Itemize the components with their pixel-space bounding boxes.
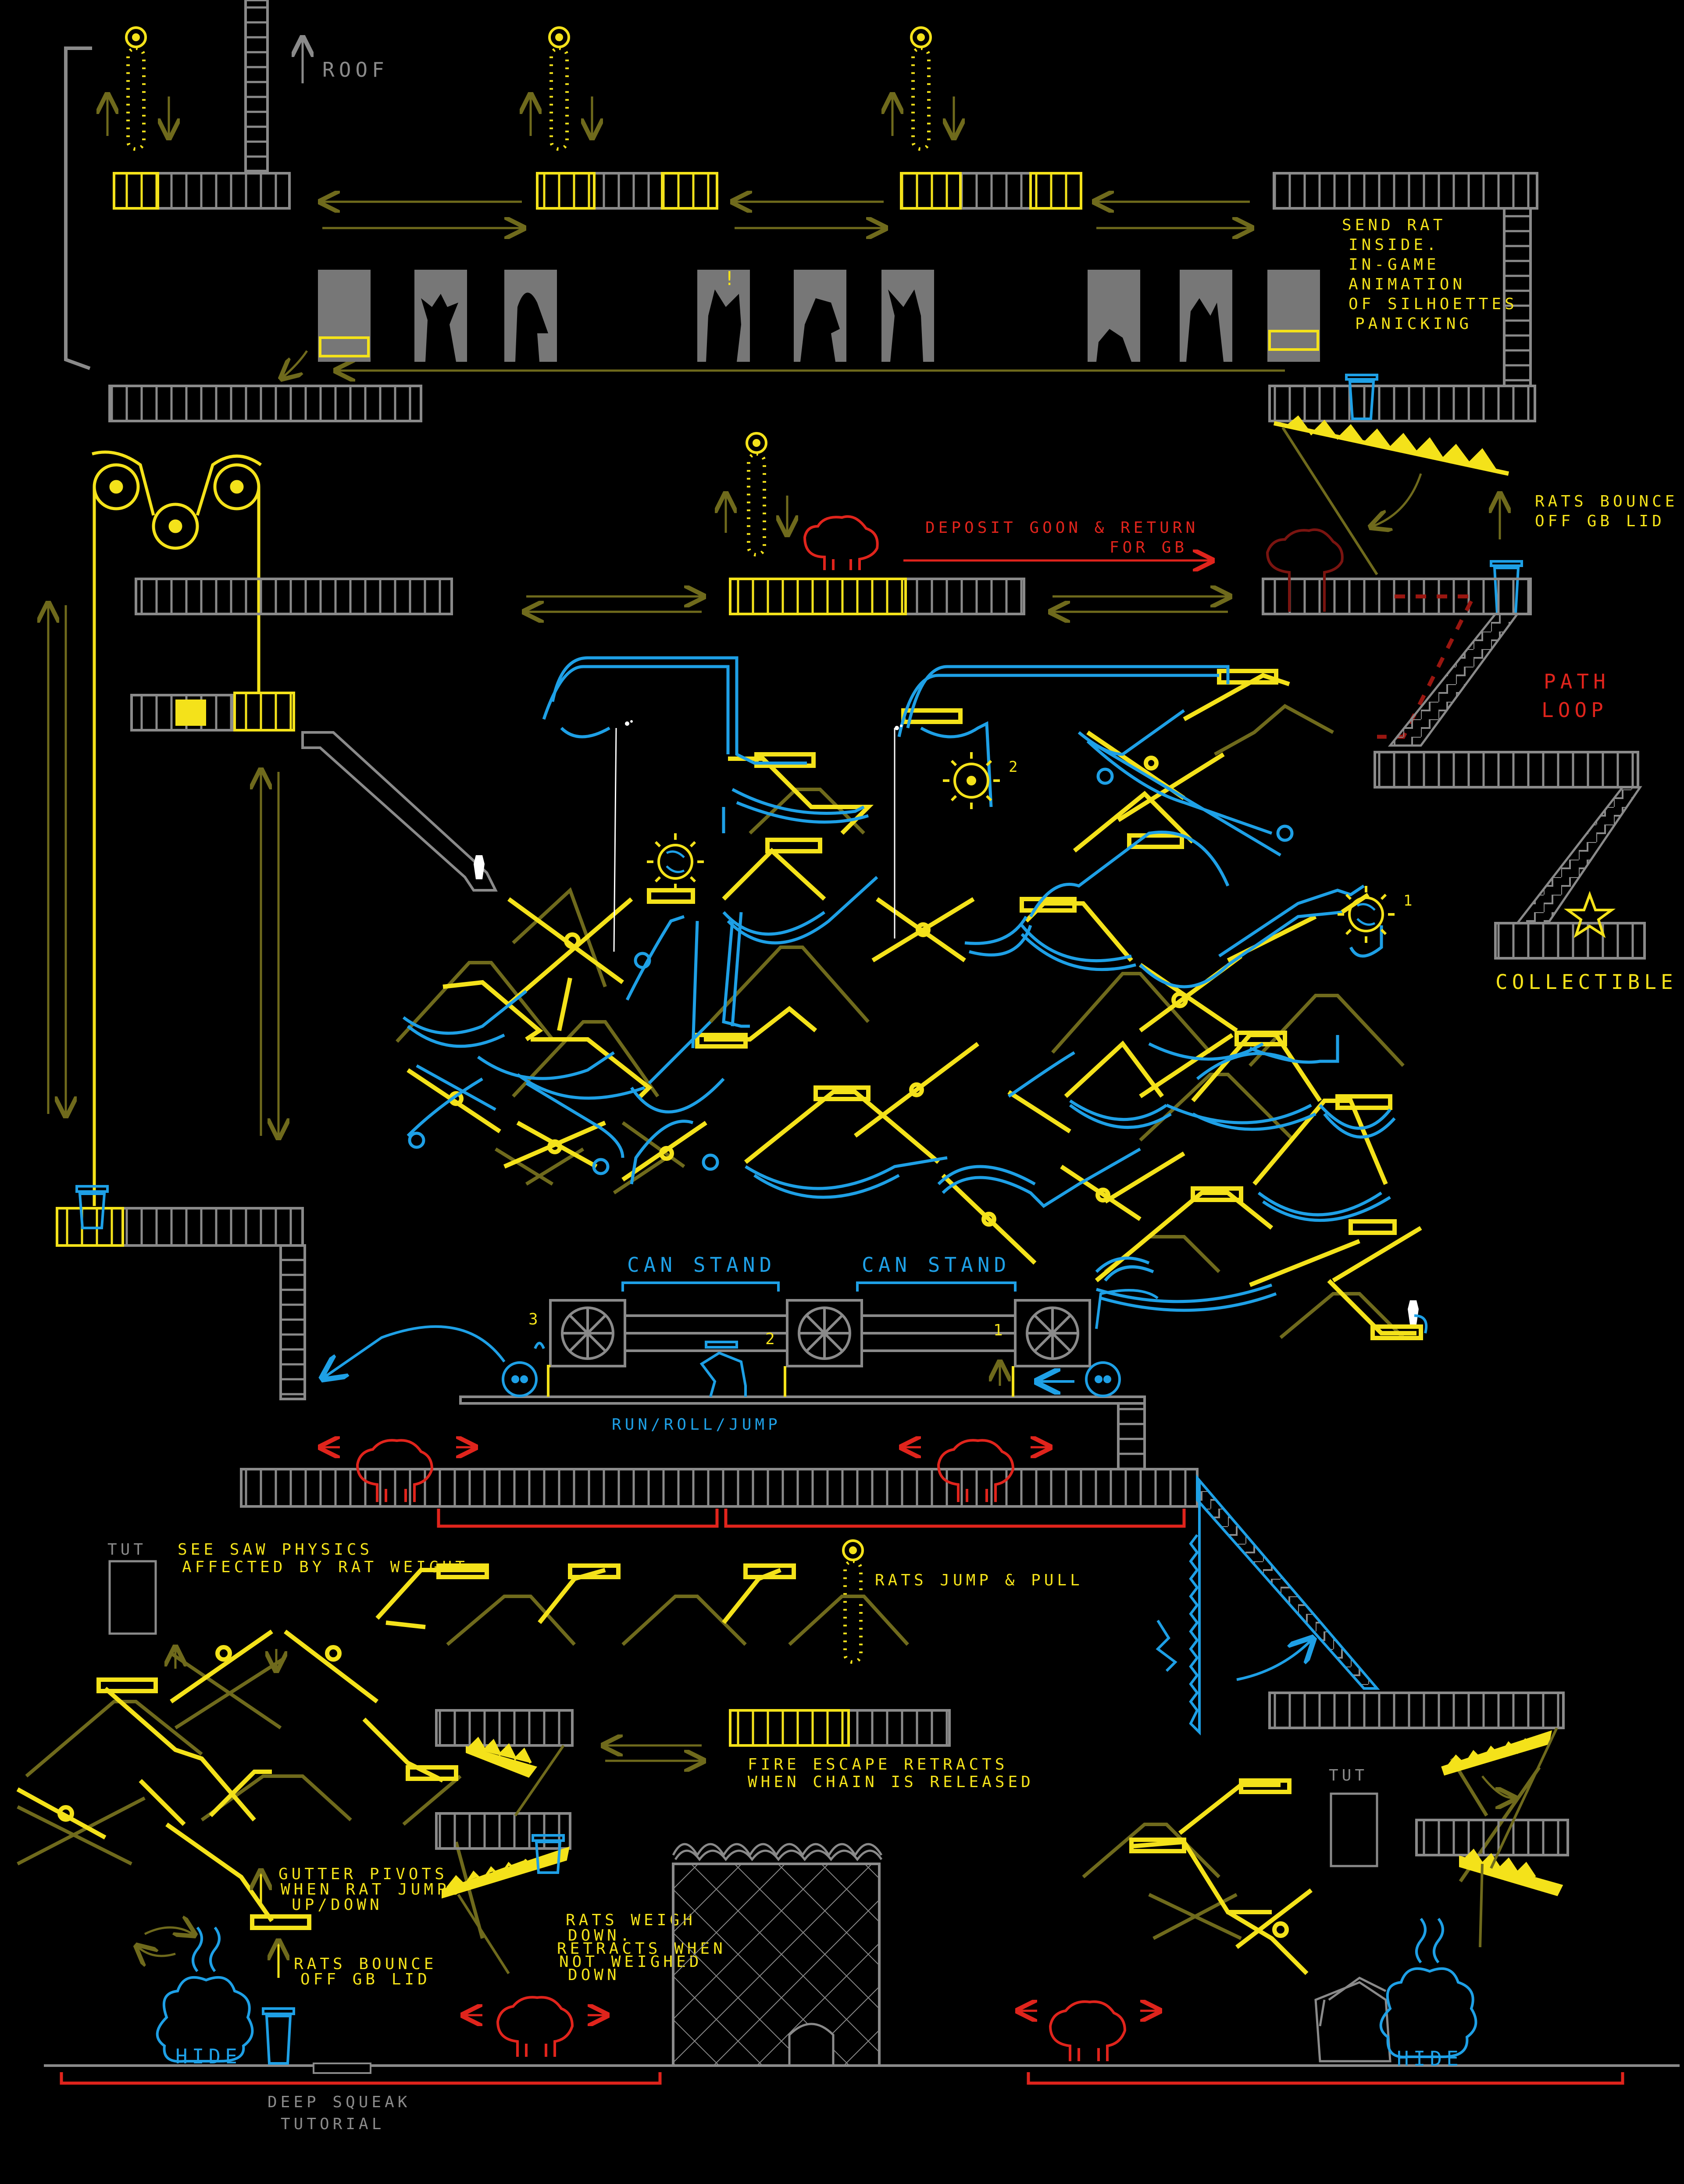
roof-railing-2: [536, 172, 718, 210]
blue-stairs: [1156, 1474, 1380, 1736]
goon-enemy-icon: [356, 1439, 1127, 2061]
yellow-box-platform: [130, 692, 295, 732]
path-loop-label-2: LOOP: [1541, 698, 1608, 722]
collectible-label: COLLECTIBLE: [1495, 970, 1677, 994]
send-rat-note-6: PANICKING: [1355, 315, 1472, 333]
fan-number-3: 3: [528, 1310, 538, 1328]
rats-weigh-2: DOWN.: [568, 1927, 633, 1945]
run-roll-jump-label: RUN/ROLL/JUMP: [612, 1416, 781, 1434]
sun-switch-icon: [647, 752, 1395, 943]
fire-escape-note-2: WHEN CHAIN IS RELEASED: [748, 1773, 1034, 1791]
tut-door-left: [108, 1560, 157, 1635]
ladder: [244, 0, 269, 172]
chain-link-fence: [672, 1863, 881, 2067]
lower-roof-railing-right: [1268, 385, 1536, 422]
hide-label-right: HIDE: [1397, 2047, 1463, 2070]
saw-physics-1: SEE SAW PHYSICS: [178, 1541, 373, 1559]
roof-railing-3: [900, 172, 1082, 210]
roof-railing-1: [113, 172, 291, 210]
rats-bounce-top-2: OFF GB LID: [1535, 512, 1665, 530]
fire-escape-note-1: FIRE ESCAPE RETRACTS: [748, 1756, 1008, 1774]
roof-label: ROOF: [322, 58, 389, 82]
bush-icon: [156, 1918, 1477, 2063]
sun-number-2: 2: [1009, 758, 1017, 776]
pulley-railing: [135, 578, 453, 615]
gb-lid-ramp: [1273, 415, 1509, 476]
fan-number-1: 1: [993, 1321, 1003, 1339]
path-loop: [1377, 594, 1477, 739]
bottom-seesaws: [16, 1563, 1313, 1975]
seesaw-lattice: [407, 669, 1423, 1340]
deposit-goon-1: DEPOSIT GOON & RETURN: [925, 519, 1199, 537]
roof-railing-4: [1273, 172, 1538, 210]
gutter-pivots-1: GUTTER PIVOTS: [278, 1865, 448, 1883]
tut-label-right: TUT: [1329, 1766, 1368, 1784]
rats-weigh-1: RATS WEIGH: [566, 1911, 696, 1929]
trash-can-icon: [262, 2007, 295, 2065]
exclaim-mark: !: [724, 268, 735, 290]
send-rat-note-3: IN-GAME: [1349, 256, 1440, 274]
rats-bounce-bottom-2: OFF GB LID: [300, 1970, 431, 1988]
can-stand-right: CAN STAND: [862, 1253, 1010, 1277]
goon-railing: [729, 578, 1025, 615]
rats-bounce-bottom-1: RATS BOUNCE: [294, 1955, 437, 1973]
hide-label-left: HIDE: [175, 2045, 242, 2068]
gutter-pivots-3: UP/DOWN: [292, 1896, 383, 1914]
rats-bounce-top-1: RATS BOUNCE: [1535, 492, 1678, 510]
lower-roof-railing-left: [108, 385, 422, 422]
corner-railing: [56, 1207, 306, 1400]
send-rat-note-5: OF SILHOETTES: [1349, 295, 1518, 313]
fire-escape-stairs: [1374, 613, 1646, 960]
rats-jump-pull-label: RATS JUMP & PULL: [875, 1571, 1083, 1589]
barbed-wire-icon: [672, 1843, 883, 1862]
fire-escape: [435, 1692, 1569, 1856]
gutter-pivots-2: WHEN RAT JUMPS: [281, 1881, 463, 1899]
deposit-goon-2: FOR GB: [1110, 539, 1188, 557]
chute-ramp: [301, 731, 498, 892]
bridge-ladder: [1117, 1402, 1146, 1470]
fan-number-2: 2: [765, 1330, 775, 1348]
goon-enemy-icon: [803, 515, 1344, 612]
rats-weigh-5: DOWN: [568, 1966, 620, 1984]
gutter-pipe: [64, 46, 92, 370]
star-icon: [1563, 891, 1616, 939]
tut-door-right: [1330, 1792, 1378, 1867]
send-rat-note-2: INSIDE.: [1349, 236, 1440, 254]
send-rat-note-4: ANIMATION: [1349, 275, 1466, 293]
rat-path-trace: [402, 656, 1396, 1312]
dumpster: [1314, 1977, 1391, 2063]
saw-physics-2: AFFECTED BY RAT WEIGHT: [182, 1558, 468, 1576]
tut-label-left: TUT: [107, 1541, 146, 1559]
can-stand-left: CAN STAND: [627, 1253, 776, 1277]
seesaw-lattice-shadow: [396, 704, 1405, 1339]
send-rat-note-1: SEND RAT: [1342, 216, 1446, 234]
deep-squeak-2: TUTORIAL: [281, 2115, 385, 2133]
silhouette-icon: !: [318, 268, 1320, 362]
chain-pulley-icon: [125, 26, 932, 1664]
path-loop-label-1: PATH: [1544, 670, 1610, 693]
deep-squeak-1: DEEP SQUEAK: [268, 2093, 410, 2111]
fan-icon: [459, 1299, 1146, 1405]
pulley-system: [92, 450, 262, 1206]
sun-number-1: 1: [1403, 892, 1412, 910]
